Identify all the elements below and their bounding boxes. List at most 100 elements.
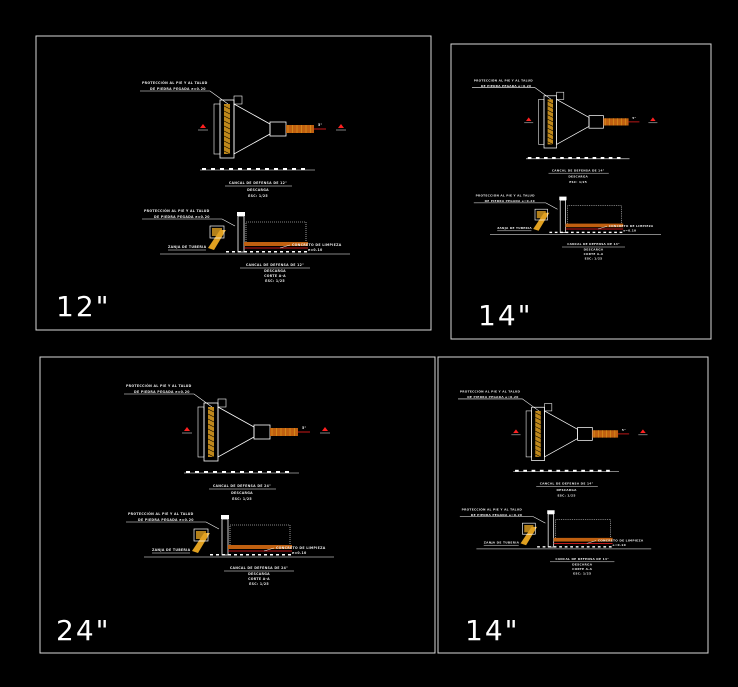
dimension-tick bbox=[238, 168, 242, 170]
section-left-note: ZANJA DE TUBERIA bbox=[497, 226, 532, 230]
section-right-note-line2: e=0.10 bbox=[613, 543, 626, 547]
section-title: CANCAL DE DEFENSA DE 12" bbox=[246, 263, 304, 267]
base-dash bbox=[264, 554, 267, 556]
riprap-block bbox=[522, 522, 536, 535]
hatch-line bbox=[535, 449, 541, 453]
plan-subtitle: DESCARGA bbox=[556, 488, 577, 492]
plan-note-line2: DE PIEDRA PEGADA e=0.20 bbox=[481, 84, 531, 88]
hatch-line bbox=[547, 141, 554, 145]
dimension-tick bbox=[247, 168, 251, 170]
base-dash bbox=[256, 251, 259, 253]
section-subtitle: DESCARGA bbox=[264, 269, 286, 273]
hatch-line bbox=[547, 123, 554, 127]
section-marker-right bbox=[322, 427, 328, 431]
hatch-line bbox=[535, 453, 541, 458]
dimension-tick bbox=[301, 168, 305, 170]
base-dash bbox=[553, 546, 557, 548]
dimension-tick bbox=[523, 469, 527, 472]
base-dash bbox=[280, 251, 283, 253]
dimension-tick bbox=[568, 157, 572, 159]
section-note-line1: PROTECCIÓN AL PIE Y AL TALUD bbox=[462, 506, 523, 511]
headwall-cap bbox=[559, 196, 567, 201]
dimension-tick bbox=[231, 471, 235, 473]
plan-dimension: 5" bbox=[318, 123, 323, 127]
dimension-tick bbox=[267, 471, 271, 473]
base-dash bbox=[240, 554, 243, 556]
plan-title: CANCAL DE DEFENSA DE 14" bbox=[540, 482, 594, 486]
base-dash bbox=[216, 554, 219, 556]
base-dash bbox=[548, 546, 551, 548]
hatch-line bbox=[223, 150, 231, 155]
dimension-tick bbox=[616, 157, 621, 159]
hatch-line bbox=[207, 418, 215, 423]
base-dash bbox=[222, 554, 225, 556]
section-left-note: ZANJA DE TUBERIA bbox=[484, 540, 520, 544]
headwall bbox=[577, 427, 593, 441]
plan-scale: ESC: 1/25 bbox=[557, 493, 575, 497]
base-dash bbox=[234, 554, 237, 556]
hatch-line bbox=[547, 132, 554, 136]
riprap-block bbox=[534, 208, 548, 221]
hatch-line bbox=[547, 118, 554, 123]
dimension-tick bbox=[606, 469, 610, 472]
section-scale: ESC: 1/25 bbox=[585, 257, 603, 261]
base-dash bbox=[244, 251, 247, 253]
base-dash bbox=[292, 251, 295, 253]
section-marker-right bbox=[338, 124, 344, 128]
dimension-tick bbox=[539, 469, 544, 472]
base-dash bbox=[549, 231, 553, 234]
backfill-box bbox=[567, 205, 622, 226]
dimension-tick bbox=[265, 168, 269, 170]
plan-note-line2: DE PIEDRA PEGADA e=0.20 bbox=[150, 87, 206, 91]
plan-title: CANCAL DE DEFENSA DE 12" bbox=[229, 181, 287, 185]
wall-cap bbox=[556, 91, 565, 100]
dimension-tick bbox=[544, 157, 548, 159]
section-note-line2: DE PIEDRA PEGADA e=0.20 bbox=[471, 513, 522, 517]
headwall-cap bbox=[237, 212, 245, 216]
pipe bbox=[603, 118, 629, 126]
section-right-leader bbox=[263, 547, 275, 552]
section-right-note-line2: e=0.10 bbox=[292, 551, 307, 555]
dimension-tick bbox=[229, 168, 233, 170]
backfill-box bbox=[555, 519, 611, 540]
base-dash bbox=[274, 251, 277, 253]
headwall-cap bbox=[221, 515, 229, 519]
hatch-line bbox=[547, 114, 554, 118]
section-right-leader bbox=[279, 244, 291, 249]
plan-leader bbox=[124, 393, 213, 408]
plan-leader bbox=[458, 398, 540, 412]
hatch-line bbox=[535, 426, 541, 430]
section-right-leader bbox=[586, 540, 597, 544]
plan-dimension: 5" bbox=[622, 428, 626, 432]
hatch-line bbox=[223, 115, 231, 120]
dimension-tick bbox=[204, 471, 208, 473]
wall-cap bbox=[217, 398, 227, 408]
section-right-leader bbox=[597, 226, 608, 230]
base-dash bbox=[608, 546, 612, 548]
hatch-line bbox=[207, 428, 215, 433]
dimension-tick bbox=[220, 168, 224, 170]
section-cut: CORTE A-A bbox=[248, 577, 270, 581]
dimension-tick bbox=[292, 168, 296, 170]
base-dash bbox=[246, 554, 249, 556]
base-dash bbox=[262, 251, 265, 253]
dimension-tick bbox=[195, 471, 199, 473]
hatch-line bbox=[207, 443, 215, 448]
size-label: 14" bbox=[478, 299, 533, 332]
section-marker-right bbox=[650, 117, 656, 121]
plan-view: PROTECCIÓN AL PIE Y AL TALUD DE PIEDRA PE… bbox=[140, 80, 346, 198]
plan-note-line1: PROTECCIÓN AL PIE Y AL TALUD bbox=[142, 80, 208, 85]
drawing: PROTECCIÓN AL PIE Y AL TALUD DE PIEDRA PE… bbox=[458, 389, 652, 576]
stone-hatch bbox=[208, 407, 214, 457]
size-label: 14" bbox=[465, 614, 520, 647]
base-dash bbox=[232, 251, 235, 253]
plan-subtitle: DESCARGA bbox=[568, 175, 588, 179]
section-right-note-line2: e=0.10 bbox=[308, 248, 323, 252]
section-title: CANCAL DE DEFENSA DE 14" bbox=[555, 557, 609, 561]
riprap-block-fill bbox=[536, 211, 546, 219]
